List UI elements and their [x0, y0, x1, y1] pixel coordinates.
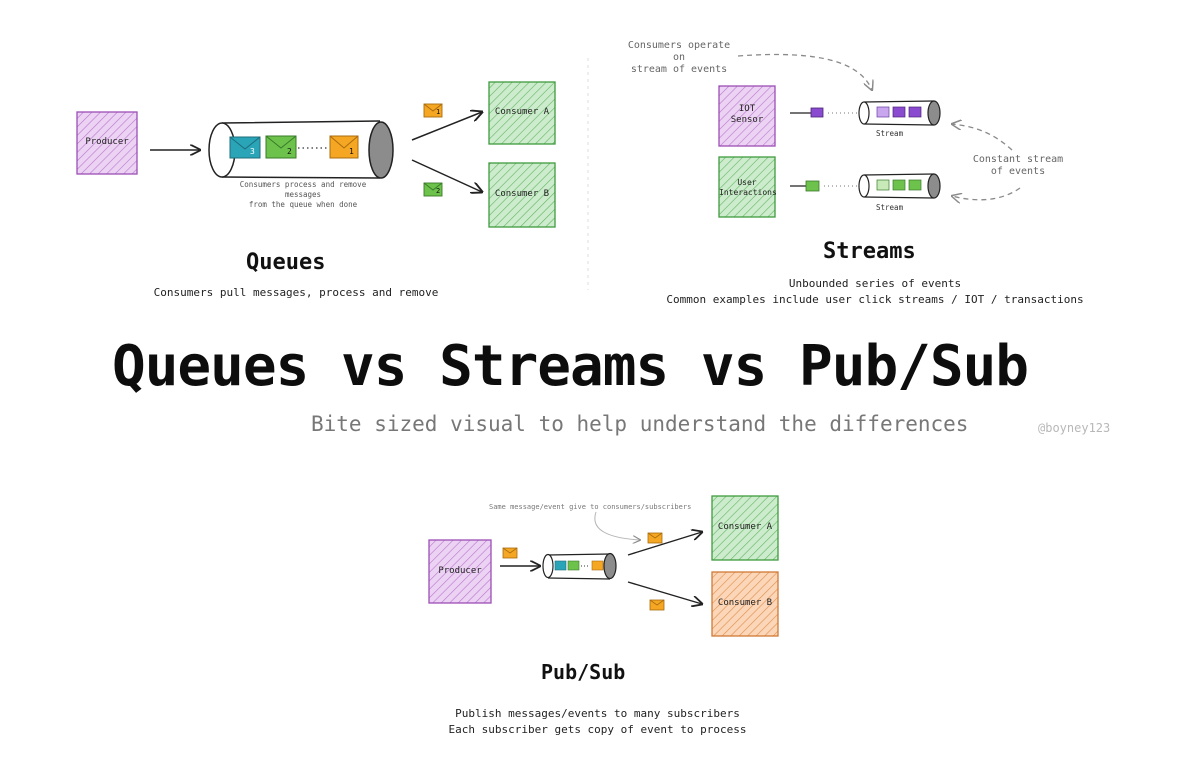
stream-1-incoming-envelope [810, 107, 824, 118]
streams-annotation-top: Consumers operate on stream of events [627, 40, 731, 75]
pubsub-consumer-a-label: Consumer A [717, 522, 773, 532]
queue-envelope-3-number: 3 [250, 147, 255, 156]
queues-title: Queues [246, 250, 326, 275]
pubsub-producer-box [428, 539, 492, 604]
stream-1-tube [858, 100, 941, 126]
stream-2-incoming-envelope [805, 180, 820, 192]
pubsub-arrow-to-consumer-a [627, 532, 702, 556]
streams-annotation-right-arrow-2 [952, 187, 1021, 200]
queues-consumer-a-label: Consumer A [494, 107, 550, 117]
pubsub-annotation: Same message/event give to consumers/sub… [489, 503, 692, 511]
streams-annotation-top-arrow [737, 53, 872, 90]
pubsub-consumer-a-box [711, 495, 779, 561]
pubsub-arrow-to-consumer-b [627, 581, 702, 604]
pubsub-tube [542, 552, 617, 580]
page-subtitle: Bite sized visual to help understand the… [311, 412, 969, 436]
queues-msg-to-b [423, 182, 443, 197]
pubsub-title: Pub/Sub [541, 660, 626, 684]
pubsub-consumer-b-box [711, 571, 779, 637]
stream-2-label: Stream [876, 203, 904, 212]
queues-note: Consumers process and remove messages fr… [239, 180, 367, 209]
queue-envelope-1 [329, 135, 359, 159]
queues-arrow-to-consumer-a [411, 112, 482, 141]
streams-annotation-right: Constant stream of events [972, 154, 1064, 177]
queues-msg-to-a [423, 103, 443, 118]
stream-1-label: Stream [876, 129, 904, 138]
queues-msg-to-a-number: 1 [436, 108, 441, 116]
queues-description: Consumers pull messages, process and rem… [153, 286, 439, 299]
streams-user-box [718, 156, 776, 218]
pubsub-msg-to-b [649, 599, 665, 611]
pubsub-consumer-b-label: Consumer B [717, 598, 773, 608]
queue-tube [208, 120, 394, 179]
queues-consumer-a-box [488, 81, 556, 145]
queues-consumer-b-label: Consumer B [494, 189, 550, 199]
streams-annotation-right-arrow-1 [952, 124, 1013, 151]
queue-envelope-3 [229, 136, 261, 159]
streams-title: Streams [823, 239, 916, 264]
stream-2-tube [858, 173, 941, 199]
queues-msg-to-b-number: 2 [436, 187, 441, 195]
streams-description: Unbounded series of events Common exampl… [666, 277, 1084, 306]
pubsub-producer-label: Producer [438, 566, 482, 576]
streams-iot-box [718, 85, 776, 147]
author-handle: @boyney123 [1038, 421, 1111, 435]
queues-arrow-to-consumer-b [411, 159, 482, 192]
queue-envelope-1-number: 1 [349, 147, 354, 156]
pubsub-description: Publish messages/events to many subscrib… [448, 707, 747, 736]
queue-envelope-2-number: 2 [287, 147, 292, 156]
pubsub-msg-to-a [647, 532, 663, 544]
queues-consumer-b-box [488, 162, 556, 228]
streams-iot-label: IOT Sensor [730, 104, 764, 125]
queues-producer-box [76, 111, 138, 175]
pubsub-annotation-arrow [594, 511, 640, 540]
pubsub-producer-envelope [502, 547, 518, 559]
queue-envelope-2 [265, 135, 297, 159]
streams-user-label: User Interactions [719, 178, 777, 197]
queues-producer-label: Producer [85, 137, 129, 147]
page-title: Queues vs Streams vs Pub/Sub [112, 334, 1029, 399]
